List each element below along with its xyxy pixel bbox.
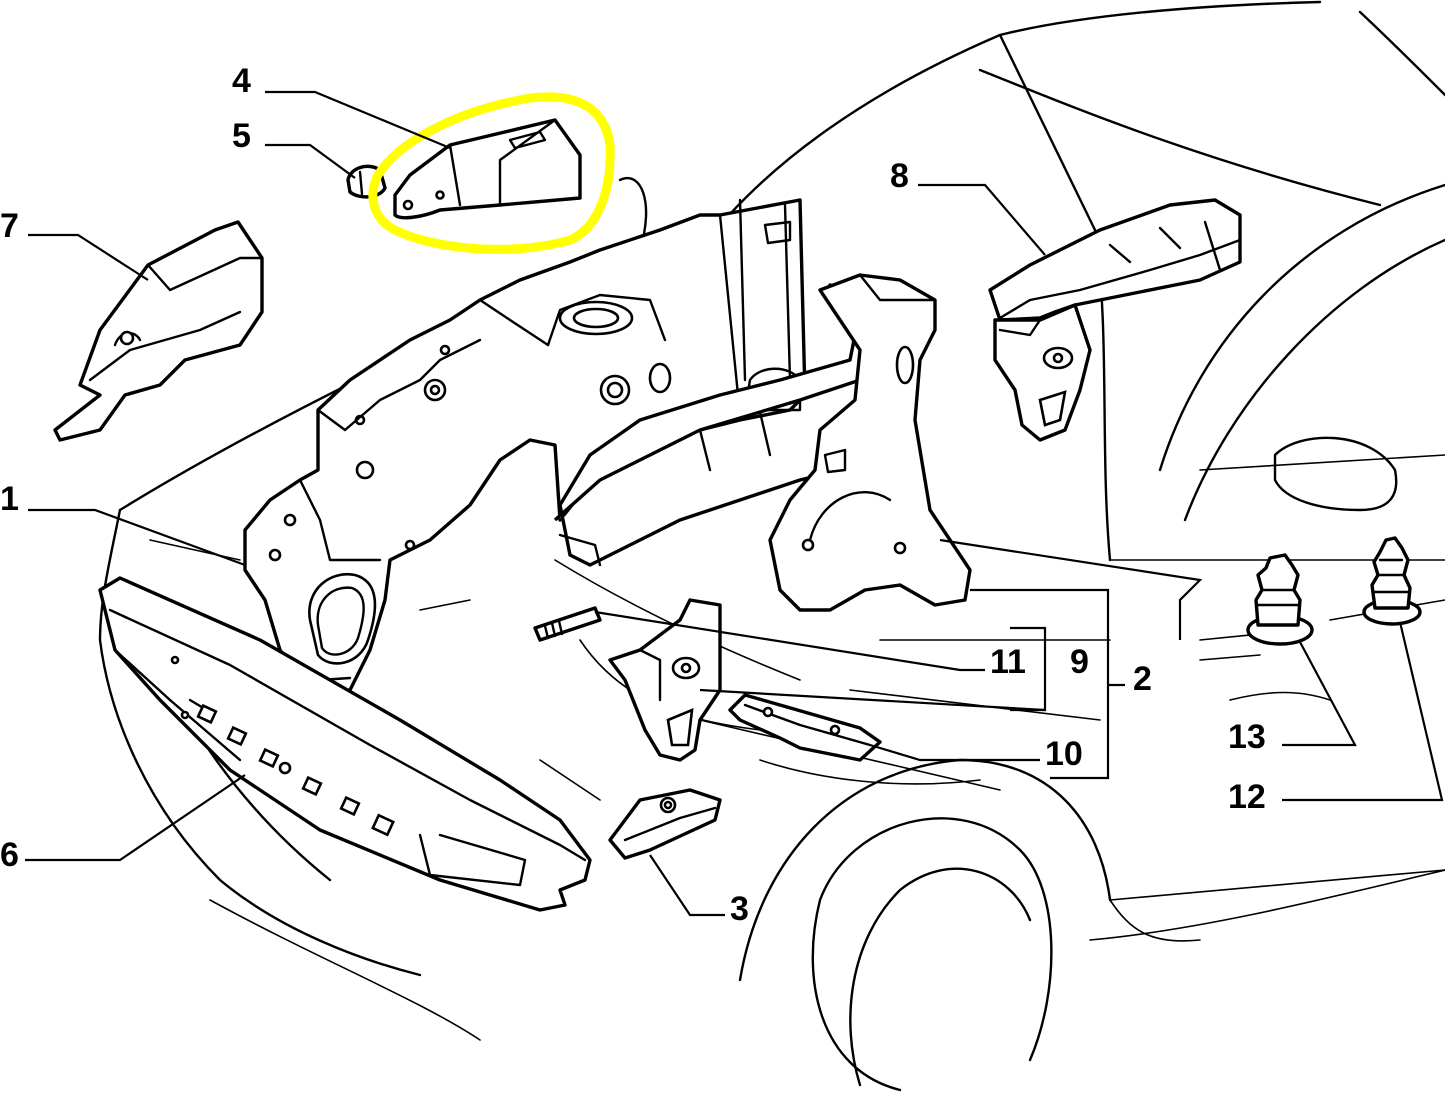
- callout-11: 11: [990, 643, 1026, 681]
- callout-labels: 4 5 7 8 1 6 3 11 9 10 2 13 12: [0, 62, 1266, 928]
- part-3-bracket[interactable]: [608, 788, 722, 860]
- callout-7: 7: [0, 207, 19, 245]
- callout-1: 1: [0, 480, 19, 518]
- part-13-clip[interactable]: [1246, 553, 1314, 646]
- callout-6: 6: [0, 836, 19, 874]
- callout-3: 3: [730, 890, 749, 928]
- part-1-side-member[interactable]: [243, 198, 807, 697]
- callout-2: 2: [1133, 660, 1152, 698]
- part-7-panel[interactable]: [53, 220, 264, 442]
- callout-4: 4: [232, 62, 251, 100]
- callout-5: 5: [232, 117, 251, 155]
- part-9-bracket[interactable]: [608, 598, 722, 762]
- callout-8: 8: [890, 157, 909, 195]
- part-6-crossmember[interactable]: [98, 576, 592, 912]
- callout-10: 10: [1045, 735, 1083, 773]
- part-8-upper-rail[interactable]: [988, 198, 1242, 442]
- part-10-bracket[interactable]: [728, 693, 882, 762]
- part-2-rail-assembly[interactable]: [553, 273, 972, 612]
- highlight-ring: [368, 92, 615, 254]
- part-4-bracket[interactable]: [393, 118, 582, 220]
- part-11-stud[interactable]: [533, 606, 602, 642]
- leader-lines: [25, 90, 1444, 917]
- part-12-clip[interactable]: [1362, 536, 1422, 626]
- callout-12: 12: [1228, 778, 1266, 816]
- callout-9: 9: [1070, 643, 1089, 681]
- callout-13: 13: [1228, 718, 1266, 756]
